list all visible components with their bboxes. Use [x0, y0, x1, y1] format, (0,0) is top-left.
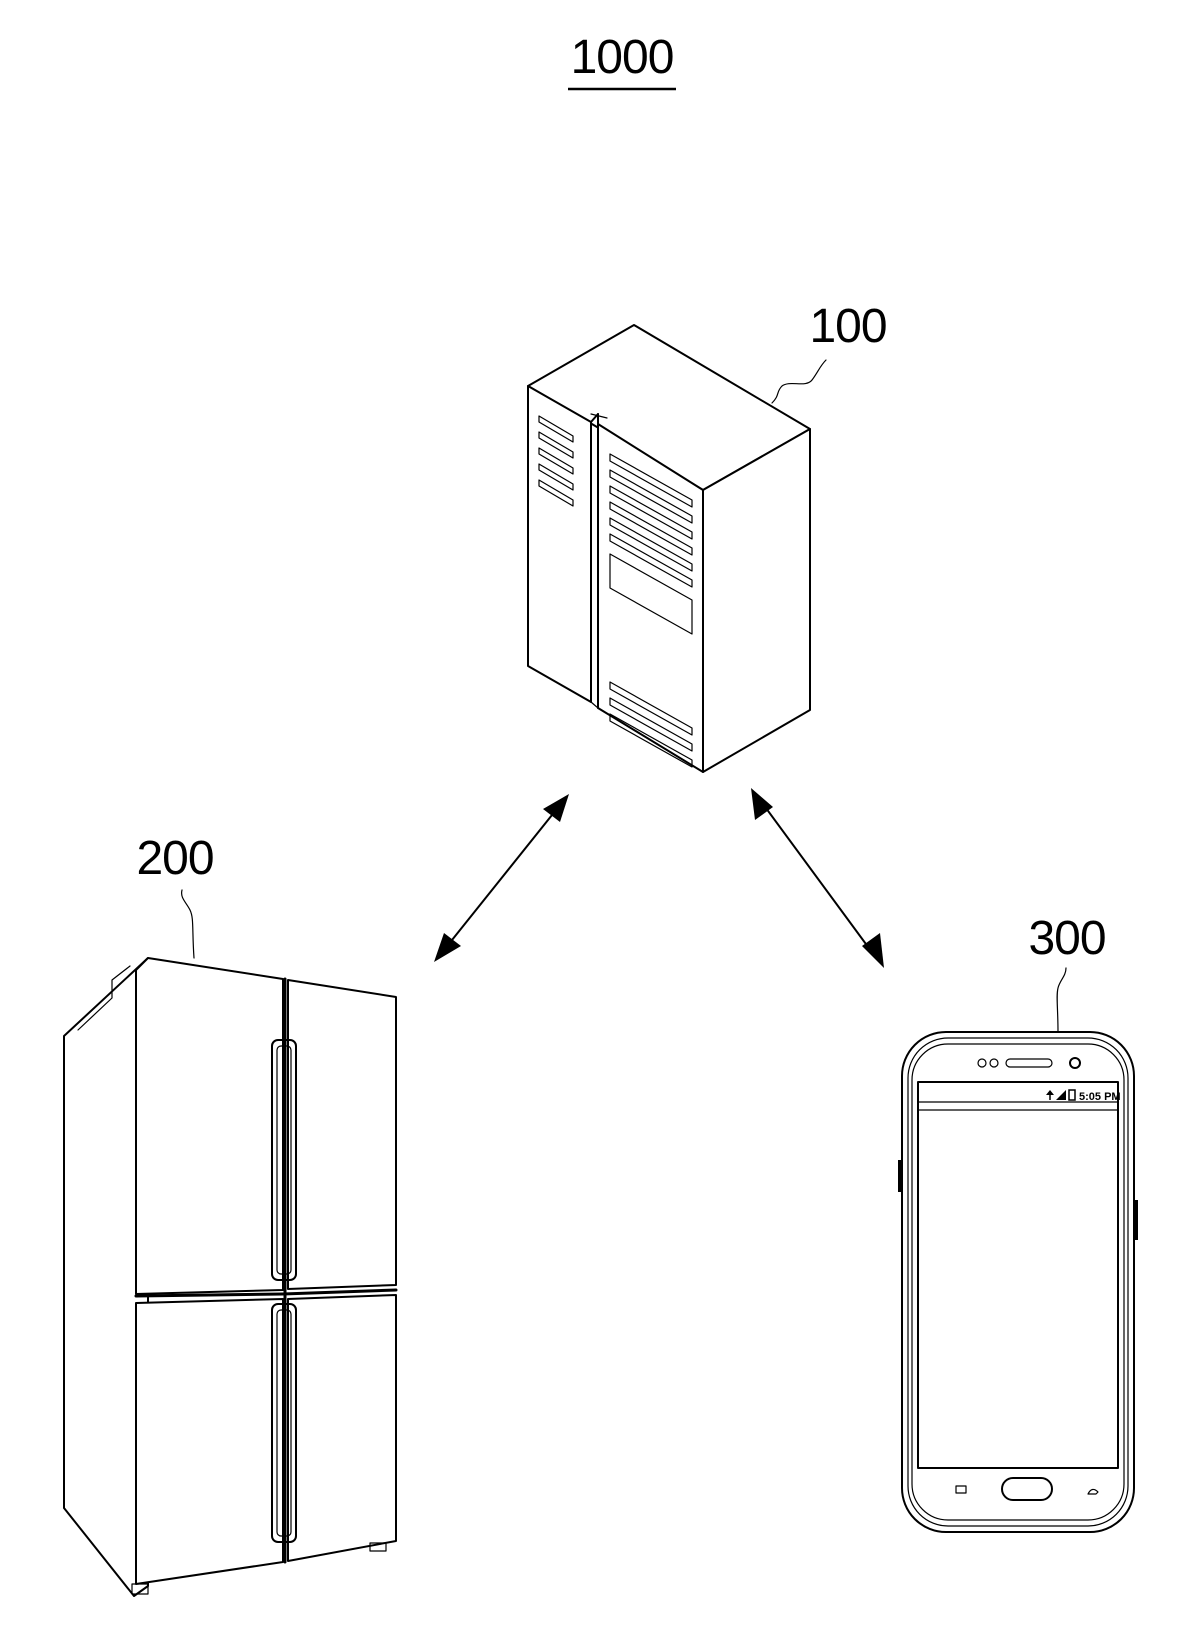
- server-number: 100: [809, 300, 886, 353]
- status-time: 5:05 PM: [1079, 1091, 1121, 1103]
- refrigerator-leader-line: [182, 890, 194, 958]
- server-icon: [528, 325, 810, 772]
- smartphone-number: 300: [1028, 912, 1105, 965]
- link-server-smartphone-arrow: [751, 788, 884, 968]
- system-number: 1000: [571, 31, 674, 84]
- system-label: 1000: [568, 31, 676, 89]
- smartphone-leader-line: [1057, 968, 1066, 1032]
- smartphone-icon: 5:05 PM: [898, 1032, 1138, 1532]
- server: 100: [528, 300, 887, 772]
- refrigerator-icon: [64, 958, 396, 1596]
- refrigerator-number: 200: [136, 832, 213, 885]
- refrigerator: 200: [64, 832, 396, 1596]
- server-leader-line: [772, 360, 826, 403]
- smartphone: 300 5:05 PM: [898, 912, 1138, 1532]
- link-server-refrigerator-arrow: [434, 794, 569, 962]
